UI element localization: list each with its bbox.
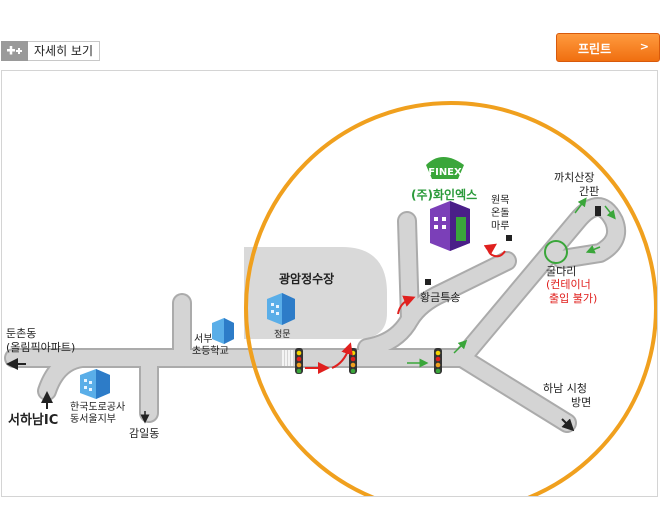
label-dunchon: 둔촌동 (6, 327, 36, 340)
label-kkachi: 까치산장 (554, 171, 594, 184)
label-gwangam: 광암정수장 (279, 271, 334, 286)
label-no-entry: 출입 불가) (549, 292, 597, 305)
green-arrow-icon (585, 245, 601, 254)
landmark-marker (506, 235, 512, 241)
detail-view-label: 자세히 보기 (28, 41, 101, 61)
road-to-hanam (454, 350, 575, 431)
road-north-branch (399, 213, 418, 327)
landmark-marker (425, 279, 431, 285)
chevron-right-icon: > (639, 40, 649, 53)
label-kec-branch: 동서울지부 (70, 413, 116, 425)
green-arrow-icon (574, 197, 587, 214)
label-seobu: 서부 (194, 333, 212, 345)
building-icon (80, 369, 110, 399)
route-uturn-icon (483, 243, 506, 258)
traffic-light-icon (295, 348, 303, 374)
label-sign: 간판 (579, 185, 599, 198)
label-olympic-apt: (올림픽아파트) (6, 341, 75, 354)
label-ondol: 온돌 (491, 207, 509, 219)
traffic-light-icon (434, 348, 442, 374)
svg-text:FINEX: FINEX (428, 167, 462, 178)
underpass-marker (544, 240, 568, 264)
building-icon (212, 318, 234, 344)
label-seobu-school: 초등학교 (192, 345, 229, 357)
traffic-light-icon (349, 348, 357, 374)
building-icon (267, 293, 295, 325)
ramp-seohanam (39, 350, 90, 399)
label-gate: 정문 (274, 329, 291, 340)
crosswalk (282, 350, 293, 366)
print-label: 프린트 (578, 42, 612, 56)
location-highlight-circle (244, 101, 657, 496)
route-arrow-icon (397, 295, 416, 315)
company-building-icon (430, 201, 470, 251)
label-hwanggeum: 황금특송 (420, 291, 460, 304)
arrow-down-right-icon (561, 418, 575, 432)
label-company: (주)화인엑스 (411, 187, 477, 202)
label-gangil: 감일동 (129, 426, 159, 440)
map: FINEX 광암정수장 정문 서부 초등학교 한국도로공사 동서울지부 감일동 … (1, 70, 658, 497)
label-container: (컨테이너 (546, 278, 591, 291)
label-kec: 한국도로공사 (70, 401, 125, 413)
label-seohanam-ic: 서하남IC (8, 412, 58, 428)
toolbar: 자세히 보기 프린트 > (0, 0, 660, 70)
route-arrow-icon (331, 342, 353, 369)
label-direction: 방면 (571, 396, 591, 409)
map-canvas: FINEX 광암정수장 정문 서부 초등학교 한국도로공사 동서울지부 감일동 … (4, 101, 657, 496)
label-guldari: 굴다리 (546, 265, 576, 278)
label-maru: 마루 (491, 220, 509, 232)
label-wonmok: 원목 (491, 194, 509, 206)
road-network (4, 197, 627, 433)
print-button[interactable]: 프린트 > (556, 33, 660, 62)
landmark-marker (595, 206, 601, 216)
green-arrow-icon (453, 339, 468, 354)
finex-logo: FINEX (426, 157, 464, 179)
label-hanam-cityhall: 하남 시청 (543, 381, 587, 395)
water-plant-area (244, 247, 387, 339)
plus-icon (1, 41, 28, 61)
detail-view-button[interactable]: 자세히 보기 (1, 41, 101, 61)
green-arrow-icon (604, 205, 616, 220)
road-to-kkachi (454, 199, 625, 366)
